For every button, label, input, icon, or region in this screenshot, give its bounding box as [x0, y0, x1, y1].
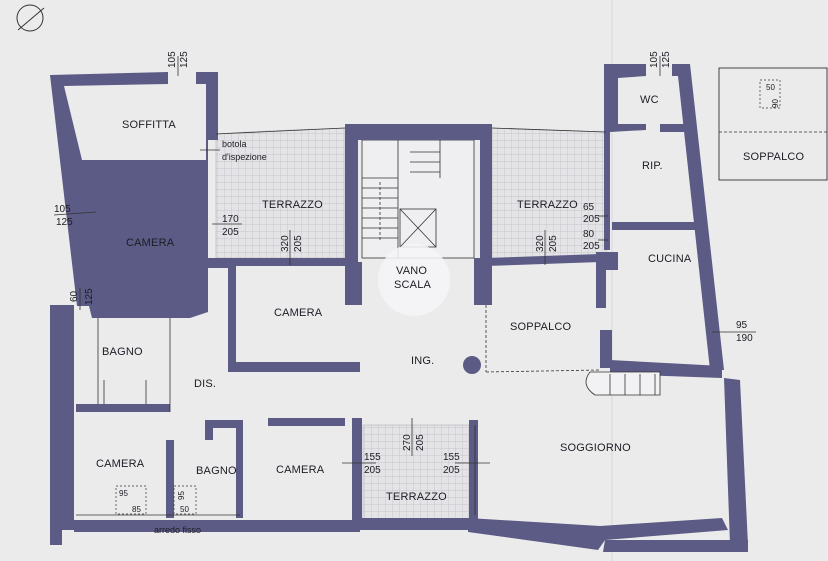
spiral-stair [585, 371, 661, 396]
soppalco-box: 50 90 SOPPALCO [718, 67, 828, 181]
thin-lines [76, 127, 661, 516]
room-camera-s: CAMERA [276, 464, 325, 476]
dim-205-right: 205 [548, 235, 559, 252]
room-camera-sw: CAMERA [96, 458, 145, 470]
note-botola: botola [222, 139, 247, 149]
dim-205-e: 205 [364, 465, 381, 476]
room-dis: DIS. [194, 378, 216, 390]
room-terrazzo-left: TERRAZZO [262, 199, 323, 211]
column [463, 356, 481, 374]
dim-95-box-a: 95 [119, 489, 128, 498]
room-cucina: CUCINA [648, 253, 692, 265]
notes: botola d'ispezione arredo fisso [154, 139, 267, 535]
dim-95-box-b: 95 [177, 491, 186, 500]
room-camera-nw: CAMERA [126, 237, 175, 249]
stairwell [361, 139, 475, 316]
dimensions: 105 125 105 125 105 125 170 205 320 205 … [53, 51, 756, 476]
dim-320-right: 320 [535, 235, 546, 252]
dim-125-c: 125 [84, 288, 95, 305]
shower-boxes: 95 85 95 50 [115, 485, 197, 515]
room-vano: VANO [396, 265, 427, 277]
dim-80: 80 [583, 229, 595, 240]
room-rip: RIP. [642, 160, 663, 172]
dim-190: 190 [736, 333, 753, 344]
dim-205-c: 205 [583, 241, 600, 252]
dim-205-left: 205 [293, 235, 304, 252]
dim-50-b: 50 [180, 505, 189, 514]
dim-105-top-right: 105 [649, 51, 660, 68]
walls [50, 64, 748, 552]
dim-95: 95 [736, 320, 748, 331]
room-soffitta: SOFFITTA [122, 119, 176, 131]
terraces [215, 127, 607, 526]
room-camera-center: CAMERA [274, 307, 323, 319]
room-scala: SCALA [394, 279, 432, 291]
dim-320-left: 320 [280, 235, 291, 252]
dim-205-a: 205 [222, 227, 239, 238]
dim-50-top: 50 [766, 83, 775, 92]
room-soppalco-box: SOPPALCO [743, 151, 805, 163]
room-ing: ING. [411, 355, 434, 367]
dim-60: 60 [69, 290, 80, 302]
dim-125-left: 125 [56, 217, 73, 228]
dim-90-top: 90 [771, 99, 780, 108]
dim-125-top-right: 125 [661, 51, 672, 68]
dim-155-right: 155 [443, 452, 460, 463]
dim-105-left: 105 [54, 204, 71, 215]
dim-270: 270 [402, 434, 413, 451]
note-ispezione: d'ispezione [222, 152, 267, 162]
room-labels: SOFFITTA CAMERA CAMERA CAMERA CAMERA BAG… [96, 94, 692, 503]
room-wc: WC [640, 94, 659, 106]
terrazzo-bottom-area [362, 424, 470, 526]
dim-105-top-left: 105 [167, 51, 178, 68]
dim-170: 170 [222, 214, 239, 225]
room-soggiorno: SOGGIORNO [560, 442, 631, 454]
dim-85: 85 [132, 505, 141, 514]
dim-205-b: 205 [583, 214, 600, 225]
note-arredo: arredo fisso [154, 525, 201, 535]
dim-205-f: 205 [443, 465, 460, 476]
room-terrazzo-right: TERRAZZO [517, 199, 578, 211]
dim-155-left: 155 [364, 452, 381, 463]
room-bagno-s: BAGNO [196, 465, 237, 477]
room-terrazzo-bottom: TERRAZZO [386, 491, 447, 503]
dim-65: 65 [583, 202, 595, 213]
room-bagno-w: BAGNO [102, 346, 143, 358]
north-compass-icon [16, 4, 45, 32]
room-soppalco: SOPPALCO [510, 321, 572, 333]
dim-125-top-left: 125 [179, 51, 190, 68]
dim-205-d: 205 [415, 434, 426, 451]
